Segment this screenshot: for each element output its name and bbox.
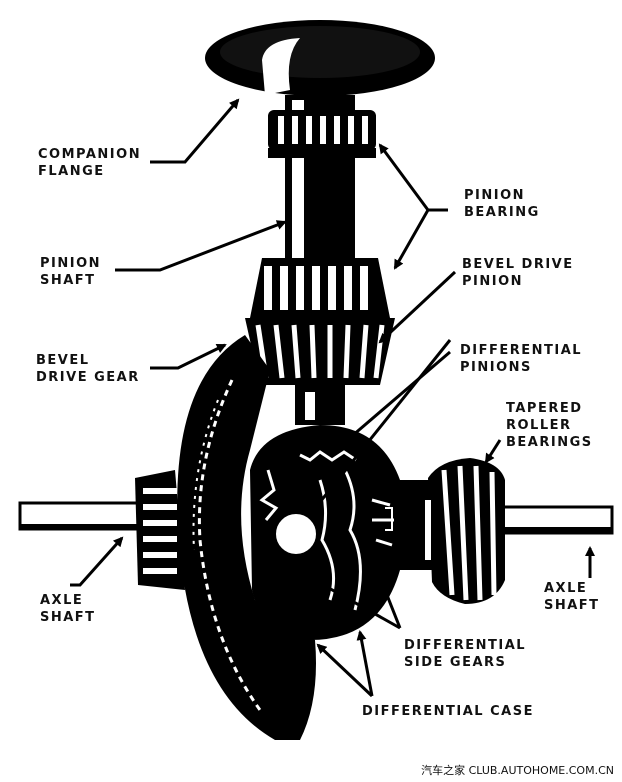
leader-side-gears-b	[368, 550, 402, 629]
leader-bevel-drive-gear	[150, 343, 227, 370]
differential-case-drawing	[250, 425, 430, 640]
leader-pinion-bearing-upper	[378, 143, 448, 212]
leader-side-gears-a	[268, 553, 401, 630]
right-tapered-bearing-drawing	[420, 458, 505, 604]
leader-tapered-bearings	[484, 439, 502, 464]
leader-differential-pinions-b	[343, 350, 451, 444]
leader-diff-case-a	[316, 643, 374, 698]
left-tapered-bearing-drawing	[135, 470, 185, 590]
bevel-drive-pinion-drawing	[245, 318, 395, 425]
leader-companion-flange	[150, 98, 240, 164]
upper-pinion-bearing-drawing	[268, 110, 376, 158]
bevel-drive-gear-drawing	[177, 335, 316, 740]
lower-pinion-bearing-drawing	[250, 258, 390, 318]
leader-differential-pinions-a	[310, 339, 452, 514]
companion-flange-drawing	[205, 20, 435, 96]
leader-lines	[70, 98, 595, 698]
label-differential-case: DIFFERENTIAL CASE	[362, 704, 534, 719]
leader-bevel-drive-pinion	[378, 270, 457, 344]
watermark: 汽车之家 CLUB.AUTOHOME.COM.CN	[421, 764, 614, 777]
leader-pinion-shaft	[115, 220, 287, 272]
leader-diff-case-b	[356, 630, 374, 697]
leader-pinion-bearing-lower	[393, 208, 448, 270]
leader-axle-shaft-left	[70, 536, 124, 587]
